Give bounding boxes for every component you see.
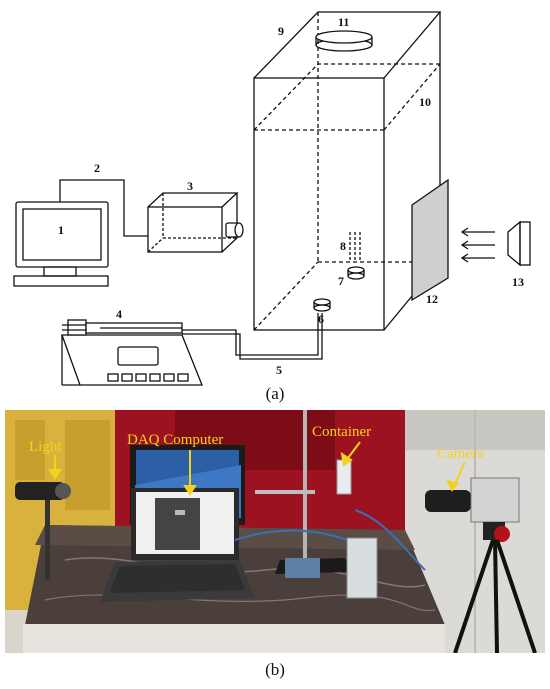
tube <box>182 313 323 360</box>
label-9: 9 <box>278 24 284 38</box>
bubble-path <box>349 232 361 262</box>
label-5: 5 <box>276 363 282 377</box>
daq-computer <box>100 445 255 602</box>
label-13: 13 <box>512 275 524 289</box>
annotation-arrows <box>48 441 466 496</box>
label-12: 12 <box>426 292 438 306</box>
lamp <box>15 482 71 580</box>
bubble <box>347 266 365 280</box>
label-4: 4 <box>116 307 122 321</box>
annotation-camera: Camera <box>437 446 484 462</box>
diffuser-screen <box>411 178 449 302</box>
light-arrows <box>460 227 495 263</box>
caption-b: (b) <box>265 660 285 679</box>
annotation-light: Light <box>29 439 62 455</box>
cable <box>59 179 148 237</box>
label-2: 2 <box>94 161 100 175</box>
high-speed-camera <box>147 192 244 253</box>
camera-tripod <box>425 477 537 653</box>
label-11: 11 <box>338 15 349 29</box>
annotation-container: Container <box>312 424 371 440</box>
schematic-diagram: 1 2 3 4 5 6 7 8 9 10 11 12 13 <box>13 11 531 386</box>
label-3: 3 <box>187 179 193 193</box>
syringe-pump <box>61 319 203 386</box>
label-8: 8 <box>340 239 346 253</box>
lid <box>315 30 373 52</box>
label-1: 1 <box>58 223 64 237</box>
label-10: 10 <box>419 95 431 109</box>
light-source <box>507 220 531 267</box>
caption-a: (a) <box>265 384 285 403</box>
label-7: 7 <box>338 274 344 288</box>
setup-photo: Light DAQ Computer Container Camera <box>5 410 545 653</box>
label-6: 6 <box>318 312 324 326</box>
nozzle <box>313 298 331 312</box>
computer <box>13 201 109 287</box>
table-equipment <box>234 509 426 599</box>
annotation-daq-computer: DAQ Computer <box>127 432 223 448</box>
